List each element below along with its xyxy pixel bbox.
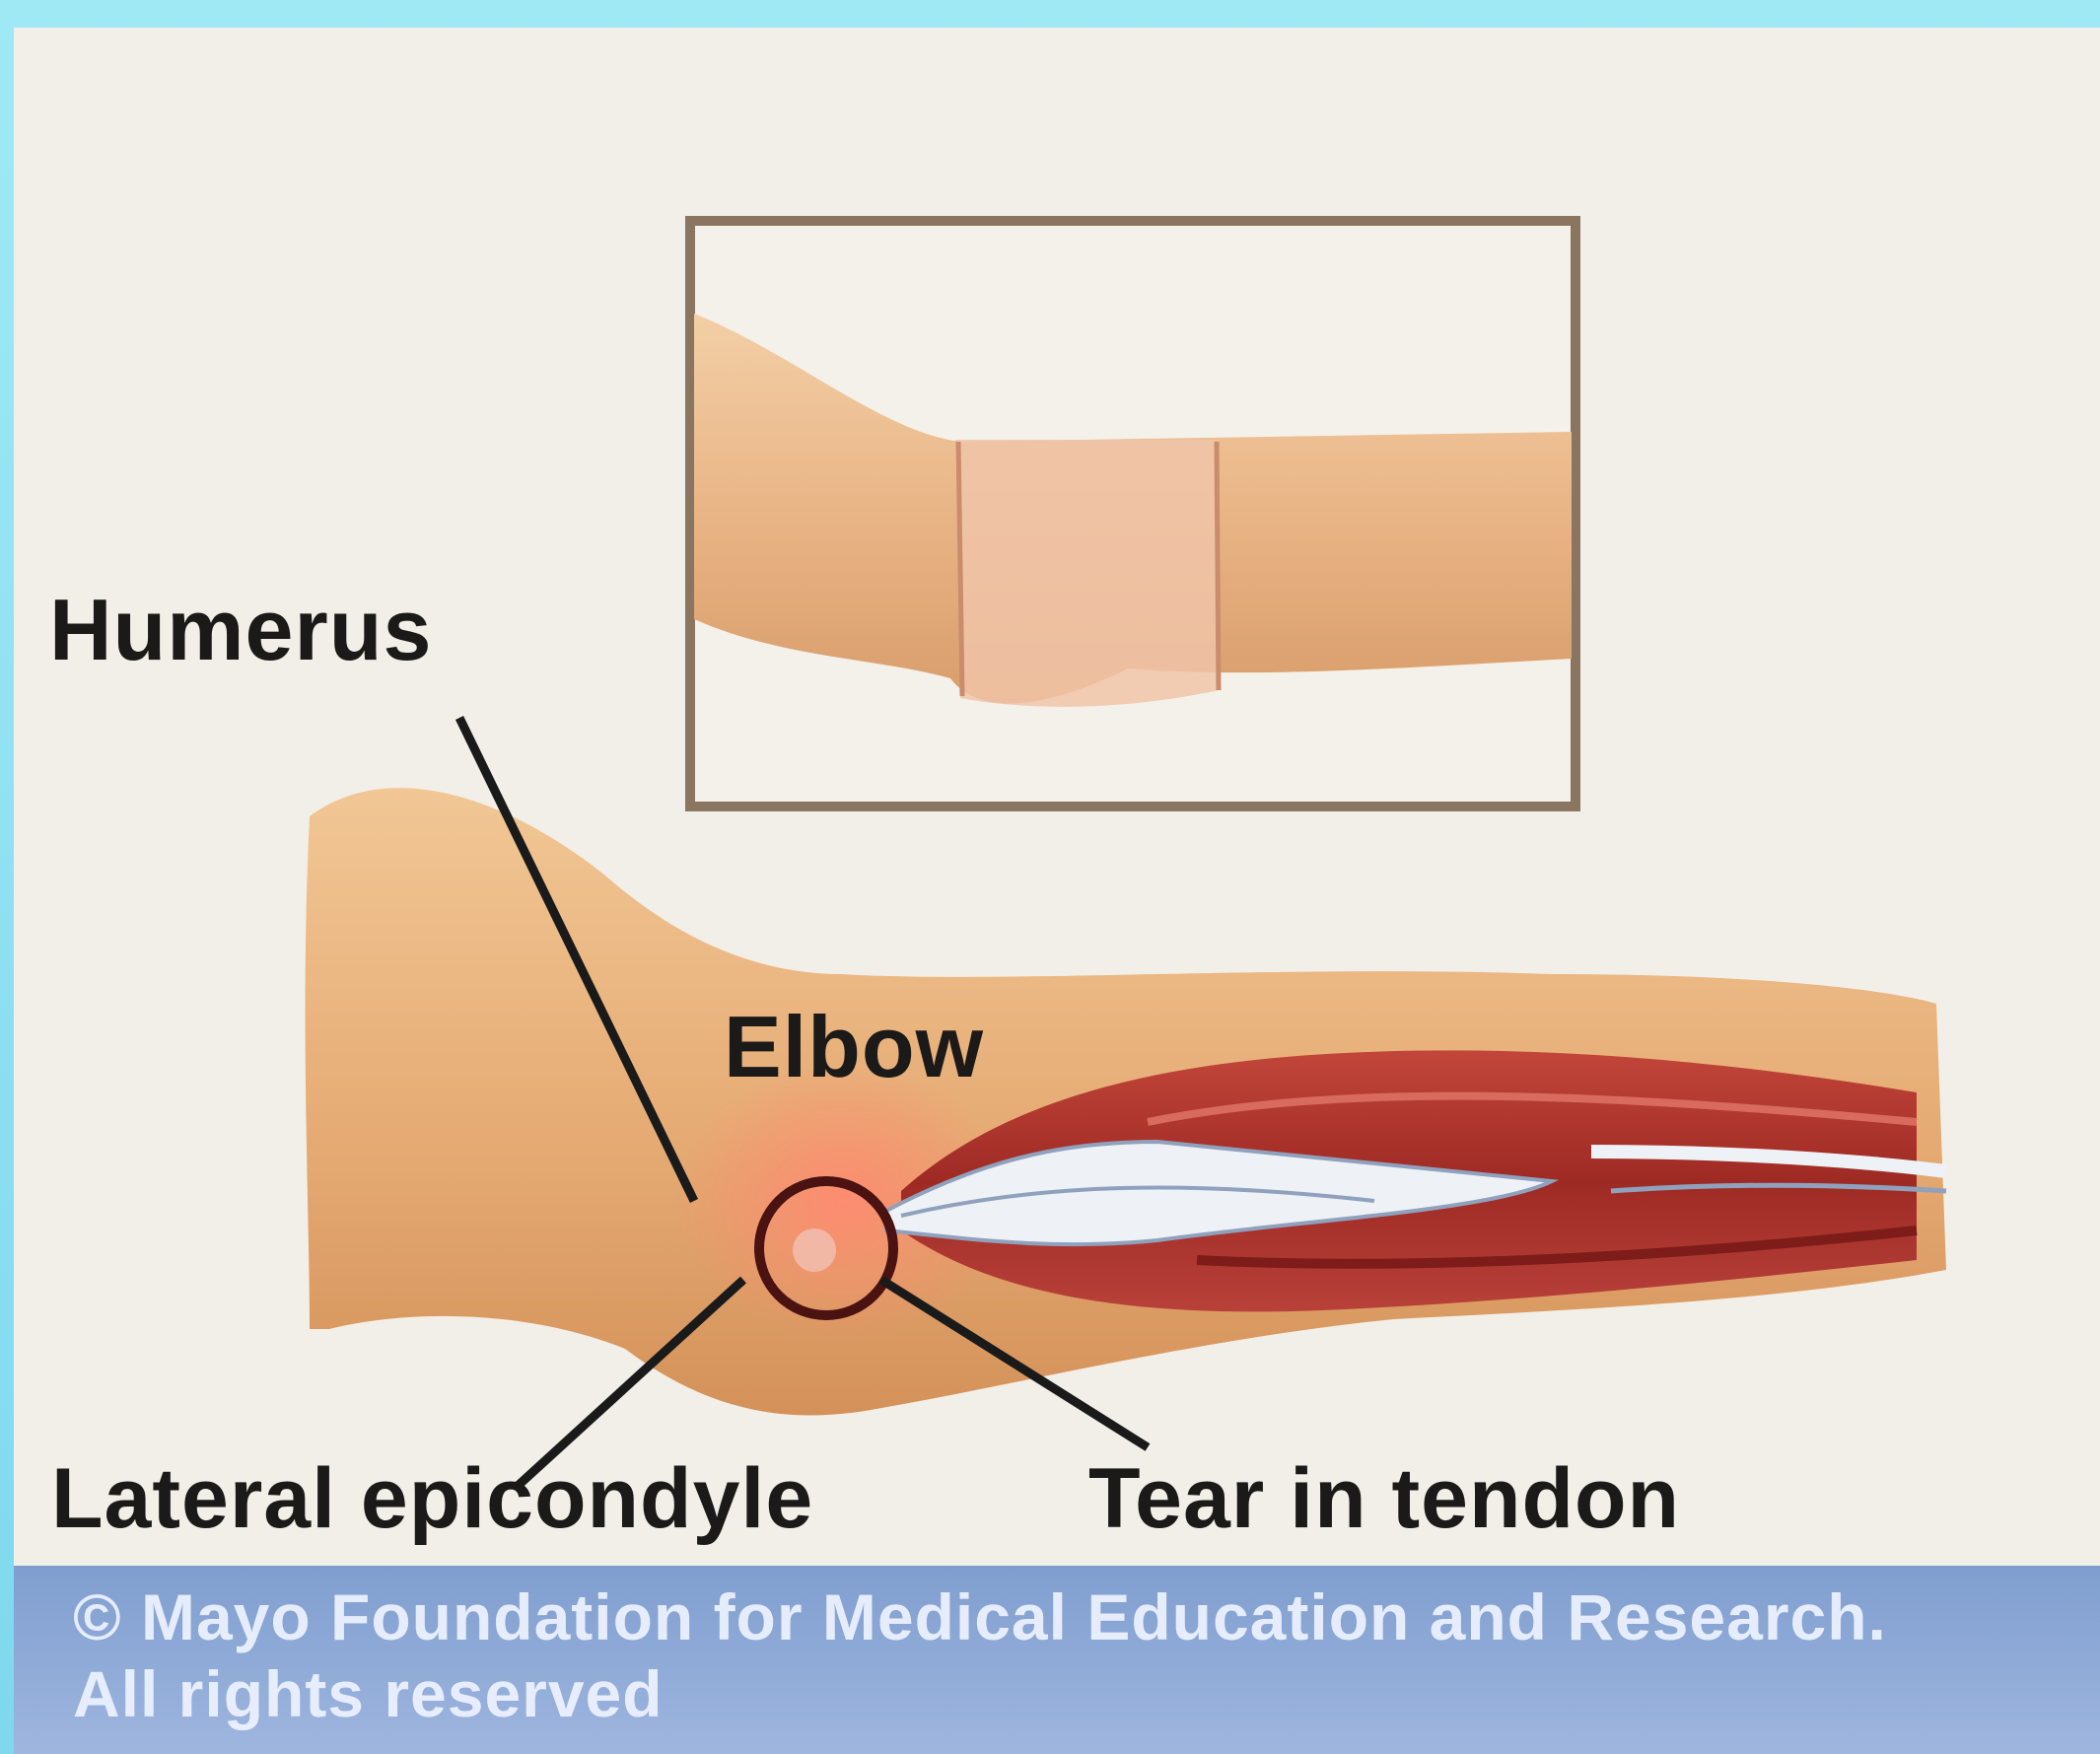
diagram-panel: Humerus Elbow Lateral epicondyle Tear in…: [14, 28, 2100, 1754]
inset-strap-illustration: [690, 221, 1575, 807]
main-arm: [306, 788, 1946, 1415]
elbow-strap: [955, 440, 1219, 707]
label-humerus: Humerus: [49, 580, 432, 680]
credit-bar: © Mayo Foundation for Medical Education …: [14, 1566, 2100, 1754]
label-lateral-epicondyle: Lateral epicondyle: [51, 1450, 813, 1548]
label-elbow: Elbow: [724, 997, 984, 1097]
credit-line-2: All rights reserved: [73, 1656, 664, 1731]
label-tear-in-tendon: Tear in tendon: [1088, 1450, 1680, 1548]
credit-line-1: © Mayo Foundation for Medical Education …: [73, 1579, 1887, 1654]
